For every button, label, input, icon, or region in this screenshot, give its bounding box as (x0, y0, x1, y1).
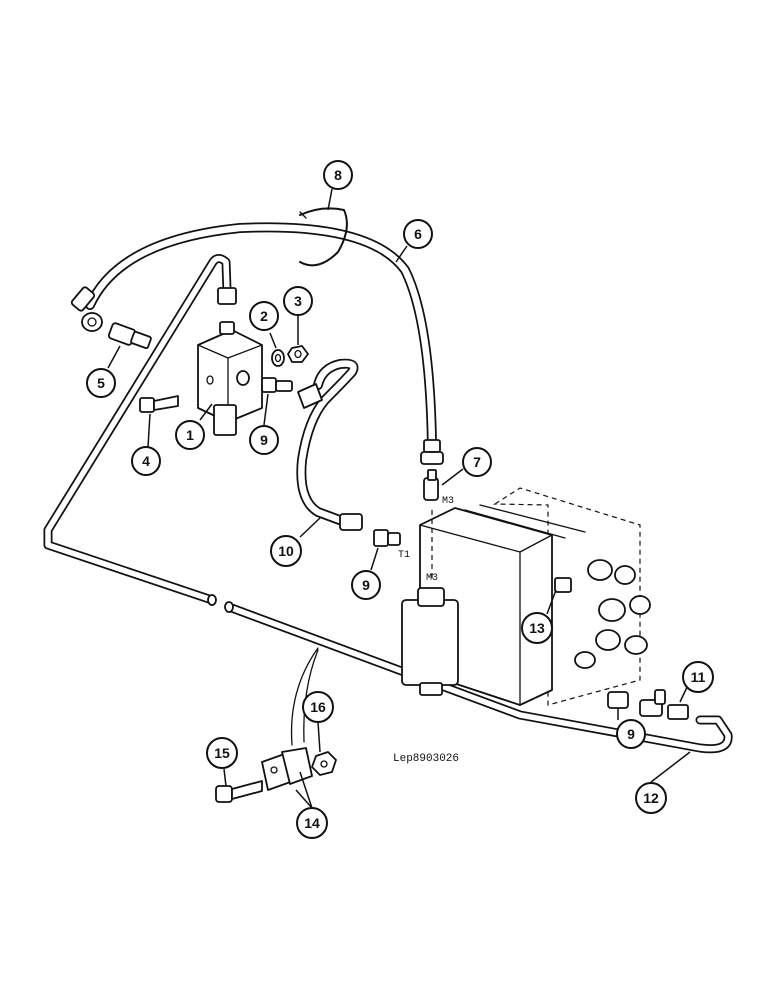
callout-13: 13 (521, 612, 553, 644)
rigid-tube-12 (43, 254, 733, 754)
callout-15: 15 (206, 737, 238, 769)
clamp-14 (261, 747, 313, 791)
svg-text:13: 13 (529, 620, 545, 636)
callout-9-top: 9 (249, 425, 279, 455)
callout-7: 7 (462, 447, 492, 477)
hose-10 (296, 358, 363, 531)
callout-4: 4 (131, 446, 161, 476)
port-label-m3-block: M3 (426, 573, 438, 584)
port-label-t1: T1 (398, 550, 410, 561)
callout-6: 6 (403, 219, 433, 249)
control-valve-block (401, 487, 651, 706)
fitting-5 (107, 322, 152, 350)
callout-5: 5 (86, 368, 116, 398)
svg-text:9: 9 (260, 432, 268, 448)
callout-16: 16 (302, 691, 334, 723)
clip-8 (299, 207, 348, 267)
svg-text:4: 4 (142, 453, 150, 469)
adapter-9-mid (373, 529, 401, 547)
bolt-4 (139, 395, 179, 413)
svg-text:5: 5 (97, 375, 105, 391)
port-label-m3-fitting: M3 (442, 496, 454, 507)
svg-text:9: 9 (627, 726, 635, 742)
svg-text:2: 2 (260, 308, 268, 324)
svg-text:15: 15 (214, 745, 230, 761)
valve-block-1 (197, 321, 263, 436)
adapter-9-top (261, 377, 293, 393)
clamp-locator-arrow-2 (303, 649, 319, 743)
callout-8: 8 (323, 160, 353, 190)
svg-text:1: 1 (186, 427, 194, 443)
callout-2: 2 (249, 301, 279, 331)
svg-text:9: 9 (362, 577, 370, 593)
svg-text:16: 16 (310, 699, 326, 715)
callout-9-mid: 9 (351, 570, 381, 600)
callout-10: 10 (270, 535, 302, 567)
svg-text:14: 14 (304, 815, 320, 831)
svg-text:6: 6 (414, 226, 422, 242)
svg-text:10: 10 (278, 543, 294, 559)
drawing-reference: Lep8903026 (393, 753, 459, 765)
callout-1: 1 (175, 420, 205, 450)
callout-3: 3 (283, 286, 313, 316)
svg-text:12: 12 (643, 790, 659, 806)
callout-14: 14 (296, 807, 328, 839)
svg-text:8: 8 (334, 167, 342, 183)
callout-11: 11 (682, 661, 714, 693)
callout-12: 12 (635, 782, 667, 814)
tee-fitting-11 (607, 689, 689, 720)
bolt-15 (215, 780, 263, 803)
nut-3 (287, 345, 309, 363)
callout-leaders (107, 188, 691, 809)
callout-9-bottom: 9 (616, 719, 646, 749)
clamp-locator-arrow (290, 647, 319, 746)
adapter-7 (423, 469, 439, 501)
svg-text:7: 7 (473, 454, 481, 470)
svg-text:11: 11 (691, 669, 706, 685)
washer-2 (271, 349, 285, 367)
svg-text:3: 3 (294, 293, 302, 309)
nut-16 (311, 751, 337, 776)
